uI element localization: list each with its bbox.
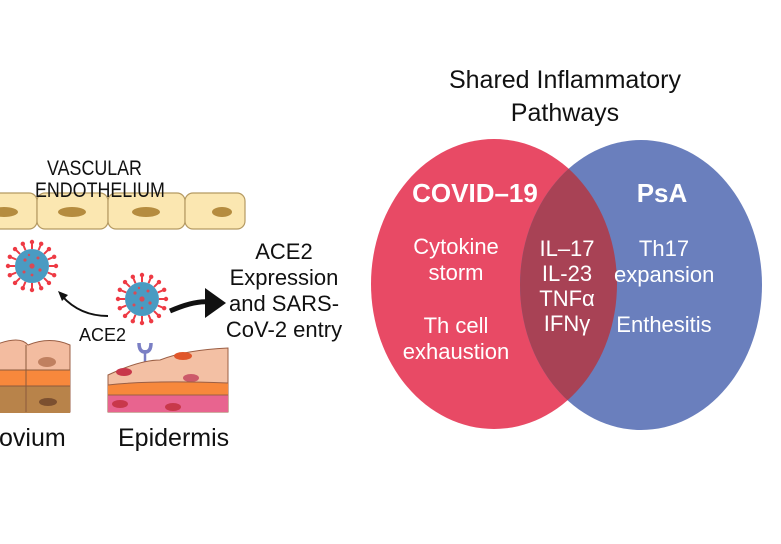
covid19-item-text: storm xyxy=(428,260,484,285)
ace2-entry-label: ACE2 Expression and SARS- CoV-2 entry xyxy=(225,239,343,343)
endothelium-layer xyxy=(0,192,246,230)
overlap-items: IL–17 IL-23 TNFα IFNγ xyxy=(527,236,607,336)
vascular-endothelium-label: VASCULAR ENDOTHELIUM xyxy=(35,157,165,202)
virus-spike-tip xyxy=(51,272,57,278)
virus-spike-tip xyxy=(20,241,26,247)
entry-arrow-head-icon xyxy=(205,288,226,318)
virus-spike-tip xyxy=(20,285,26,291)
epidermis-label: Epidermis xyxy=(118,424,230,452)
virus-dot xyxy=(30,273,34,277)
virus-spike-tip xyxy=(5,263,11,269)
virus-dot xyxy=(27,253,31,257)
virus-spike-tip xyxy=(148,274,154,280)
virus-spike-tip xyxy=(161,305,167,311)
vascular-label-line1: VASCULAR xyxy=(47,157,142,180)
entry-label-line: CoV-2 entry xyxy=(225,317,343,342)
virus-spike-tip xyxy=(156,279,162,285)
psa-item-text: expansion xyxy=(614,262,715,287)
virus-spike-tip xyxy=(139,272,145,278)
virus-spike-tip xyxy=(156,313,162,319)
ace2-receptor-label: ACE2 xyxy=(79,325,127,345)
virus-dot xyxy=(139,296,145,302)
endothelial-nucleus xyxy=(212,207,232,217)
sars-cov-2-virus-icon xyxy=(5,239,59,293)
psa-item-enthesitis: Enthesitis xyxy=(609,312,719,338)
virus-spike-tip xyxy=(38,241,44,247)
overlap-item-ifng: IFNγ xyxy=(543,311,591,336)
virus-spike-tip xyxy=(29,239,35,245)
virus-dot xyxy=(22,270,26,274)
curved-arrow-icon xyxy=(61,295,109,317)
entry-label-line: Expression xyxy=(229,265,339,290)
overlap-item-il23: IL-23 xyxy=(541,261,593,286)
virus-spike-tip xyxy=(12,280,18,286)
covid19-item-th-cell-exhaustion: Th cell exhaustion xyxy=(396,313,516,365)
virus-spike-tip xyxy=(122,313,128,319)
sars-cov-2-virus-icon xyxy=(115,272,169,326)
virus-spike-tip xyxy=(46,280,52,286)
virus-dot xyxy=(132,303,136,307)
virus-dot xyxy=(23,258,27,262)
covid19-item-cytokine-storm: Cytokine storm xyxy=(396,234,516,286)
virus-dot xyxy=(36,256,40,260)
overlap-item-il17: IL–17 xyxy=(539,236,595,261)
endothelial-nucleus xyxy=(0,207,18,217)
venn-title: Shared Inflammatory Pathways xyxy=(440,64,690,130)
virus-dot xyxy=(140,306,144,310)
virus-spike-tip xyxy=(115,296,121,302)
covid19-item-text: exhaustion xyxy=(402,339,510,364)
psa-item-th17-expansion: Th17 expansion xyxy=(614,236,714,288)
virus-spike-tip xyxy=(148,318,154,324)
vascular-label-line2: ENDOTHELIUM xyxy=(35,179,165,202)
entry-label-line: ACE2 xyxy=(255,239,313,264)
virus-dot xyxy=(133,291,137,295)
virus-spike-tip xyxy=(161,287,167,293)
virus-spike-tip xyxy=(12,246,18,252)
virus-spike-tip xyxy=(46,246,52,252)
virus-dot xyxy=(137,286,141,290)
venn-overlap xyxy=(520,140,617,429)
virus-spike-tip xyxy=(122,279,128,285)
virus-spike-tip xyxy=(130,318,136,324)
virus-dot xyxy=(148,301,152,305)
virus-spike-tip xyxy=(7,254,13,260)
endothelial-nucleus xyxy=(132,207,160,217)
covid19-item-text: Cytokine xyxy=(413,234,499,259)
venn-title-line1: Shared Inflammatory xyxy=(448,66,682,94)
virus-dot xyxy=(29,263,35,269)
entry-arrow-icon xyxy=(168,299,211,314)
virus-dot xyxy=(38,268,42,272)
psa-item-text: Th17 xyxy=(638,236,690,261)
virus-spike-tip xyxy=(53,263,59,269)
endothelial-nucleus xyxy=(58,207,86,217)
virus-dot xyxy=(146,289,150,293)
virus-spike-tip xyxy=(117,305,123,311)
virus-spike-tip xyxy=(130,274,136,280)
virus-spike-tip xyxy=(38,285,44,291)
psa-item-text: Enthesitis xyxy=(616,312,712,337)
virus-spike-tip xyxy=(29,287,35,293)
virus-spike-tip xyxy=(163,296,169,302)
overlap-item-tnfa: TNFα xyxy=(539,286,595,311)
arrow-head-icon xyxy=(58,291,68,301)
virus-spike-tip xyxy=(51,254,57,260)
virus-spike-tip xyxy=(7,272,13,278)
epidermis-tissue xyxy=(107,347,229,413)
synovium-tissue xyxy=(0,339,71,413)
venn-title-line2: Pathways xyxy=(510,99,620,127)
synovium-label: ovium xyxy=(0,424,66,452)
covid19-item-text: Th cell xyxy=(423,313,489,338)
covid19-set-label: COVID–19 xyxy=(412,178,538,208)
entry-label-line: and SARS- xyxy=(228,291,340,316)
virus-spike-tip xyxy=(139,320,145,326)
virus-spike-tip xyxy=(117,287,123,293)
psa-set-label: PsA xyxy=(636,178,688,208)
